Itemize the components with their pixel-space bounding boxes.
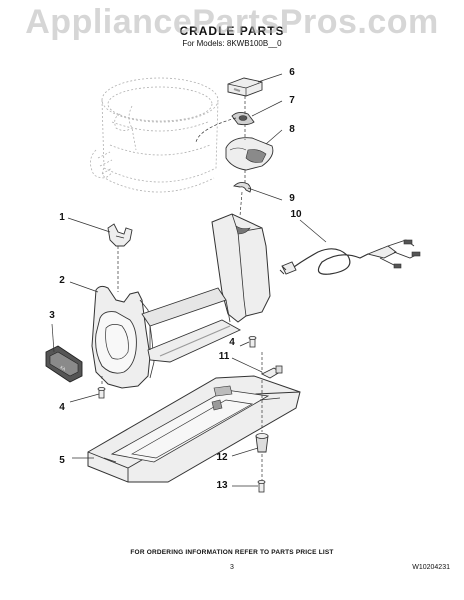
callout-4-upper: 4 [229, 337, 235, 348]
part-6-cap [227, 77, 263, 97]
callout-5: 5 [59, 455, 65, 466]
document-number: W10204231 [412, 564, 450, 571]
page-number: 3 [230, 564, 234, 571]
part-1-bracket [107, 223, 133, 247]
part-2-cradle-frame [91, 213, 271, 389]
part-4-screw-upper [248, 335, 257, 348]
callout-12: 12 [216, 452, 228, 463]
callout-9: 9 [289, 193, 295, 204]
part-11-key [260, 365, 283, 379]
callout-2: 2 [59, 275, 65, 286]
part-8-cover [225, 137, 274, 171]
page-title: CRADLE PARTS [179, 24, 285, 38]
part-4-screw-lower [97, 386, 106, 399]
callout-4-lower: 4 [59, 402, 65, 413]
part-10-power-cord [279, 239, 421, 275]
callout-13: 13 [216, 480, 228, 491]
callout-1: 1 [59, 212, 65, 223]
models-line: For Models: 8KWB100B__0 [182, 39, 282, 48]
part-5-base-plate [87, 375, 301, 483]
callout-10: 10 [290, 209, 302, 220]
callout-3: 3 [49, 310, 55, 321]
part-13-screw [257, 479, 266, 493]
callout-6: 6 [289, 67, 295, 78]
part-7-clip [231, 111, 255, 126]
callout-11: 11 [218, 351, 230, 362]
callout-8: 8 [289, 124, 295, 135]
part-9-spring-clip [233, 181, 252, 193]
part-12-foot [255, 433, 269, 453]
ordering-note: FOR ORDERING INFORMATION REFER TO PARTS … [130, 549, 334, 556]
callout-7: 7 [289, 95, 295, 106]
part-3-badge: KA [45, 345, 83, 383]
leader-lines [51, 73, 327, 487]
ghost-bowl-outline [90, 77, 219, 193]
svg-text:KA: KA [60, 365, 67, 372]
